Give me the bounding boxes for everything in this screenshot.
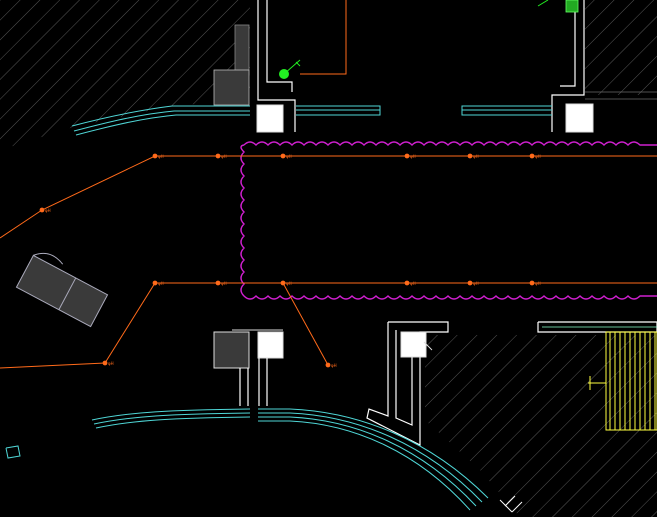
wire-branch-right[interactable] <box>282 282 329 366</box>
stair[interactable] <box>605 331 657 431</box>
curb-bottom-arc-3[interactable] <box>258 416 477 507</box>
curbs-top <box>71 105 552 136</box>
wire-point-label: φH <box>535 154 541 159</box>
wall-segment-upper-right[interactable] <box>551 0 585 132</box>
wire-junction-point[interactable] <box>325 362 331 368</box>
wire-points: φH φH φH φH φH φH φH φH φH φH φH φH φH φH φH <box>39 153 541 368</box>
wire-top-run[interactable] <box>0 155 657 239</box>
wire-point-label: φH <box>410 281 416 286</box>
wall-segment-upper-right-inner[interactable] <box>560 0 576 87</box>
curb-bottom-left-3[interactable] <box>95 416 251 429</box>
upper-right-structure <box>537 0 657 133</box>
wire-point-label: φH <box>473 154 479 159</box>
wire-junction-point[interactable] <box>467 280 473 286</box>
curb-bottom-arc[interactable] <box>258 408 489 499</box>
stair-outline <box>605 331 657 431</box>
orange-room-outline[interactable] <box>300 0 347 75</box>
l-wall-inner[interactable] <box>395 330 413 426</box>
curbs-bottom <box>5 408 523 513</box>
equipment-box-left <box>213 69 250 106</box>
green-fixture-top[interactable] <box>565 0 579 13</box>
rotated-fixture-body[interactable] <box>15 254 109 328</box>
small-cyan-box[interactable] <box>5 445 21 459</box>
wire-junction-point[interactable] <box>39 207 45 213</box>
wire-junction-point[interactable] <box>102 360 108 366</box>
wire-junction-point[interactable] <box>467 153 473 159</box>
revision-cloud[interactable] <box>240 141 657 300</box>
curb-top-left[interactable] <box>71 105 250 127</box>
wiring-layer: φH φH φH φH φH φH φH φH φH φH φH φH φH φH φH <box>0 153 657 369</box>
wire-junction-point[interactable] <box>529 153 535 159</box>
l-wall-detail <box>423 341 433 351</box>
stair-arrow <box>588 376 606 390</box>
green-marker[interactable] <box>279 69 289 79</box>
wire-junction-point[interactable] <box>152 280 158 286</box>
wire-point-label: φH <box>221 154 227 159</box>
white-hatch-a <box>499 499 513 513</box>
wire-point-label: φH <box>331 363 337 368</box>
curb-bottom-left[interactable] <box>91 408 251 421</box>
wire-point-label: φH <box>158 154 164 159</box>
green-tick <box>295 61 301 67</box>
wire-point-label: φH <box>286 154 292 159</box>
wall-segment-upper-inner[interactable] <box>266 0 293 92</box>
white-hatch-b <box>504 495 516 507</box>
l-wall-outer[interactable] <box>366 321 449 446</box>
column-white-right[interactable] <box>565 103 594 133</box>
curb-top-left-3[interactable] <box>75 114 250 136</box>
wire-junction-point[interactable] <box>404 153 410 159</box>
lower-middle-structure <box>213 329 284 406</box>
wire-point-label: φH <box>108 361 114 366</box>
column-white-lower[interactable] <box>257 331 284 359</box>
upper-left-structure <box>213 0 347 133</box>
wire-junction-point[interactable] <box>280 280 286 286</box>
slab-right[interactable] <box>537 321 657 333</box>
wire-point-label: φH <box>286 281 292 286</box>
wire-point-label: φH <box>158 281 164 286</box>
rotated-fixture <box>15 252 109 328</box>
wall-segment-upper[interactable] <box>257 0 296 132</box>
column-white-left[interactable] <box>256 104 284 133</box>
rotated-fixture-divider <box>58 277 77 310</box>
green-line-top <box>537 0 549 7</box>
wire-junction-point[interactable] <box>152 153 158 159</box>
wire-junction-point[interactable] <box>404 280 410 286</box>
wire-point-label: φH <box>45 208 51 213</box>
wire-point-label: φH <box>535 281 541 286</box>
equipment-box-lower[interactable] <box>213 331 250 369</box>
wire-junction-point[interactable] <box>280 153 286 159</box>
hatch-area-top-left <box>0 0 250 150</box>
lower-right-structure <box>366 321 657 446</box>
wire-point-label: φH <box>221 281 227 286</box>
wire-junction-point[interactable] <box>529 280 535 286</box>
wire-point-label: φH <box>410 154 416 159</box>
curb-bottom-arc-4[interactable] <box>258 420 471 511</box>
wire-point-label: φH <box>473 281 479 286</box>
column-white-lower-right[interactable] <box>400 331 427 358</box>
wire-junction-point[interactable] <box>215 153 221 159</box>
curb-top-left-2[interactable] <box>73 110 250 132</box>
tall-column-fixture <box>234 24 250 76</box>
hatch-area-top-right <box>585 0 657 95</box>
curb-bottom-left-2[interactable] <box>93 412 251 425</box>
rotated-fixture-arc <box>33 252 64 265</box>
wire-junction-point[interactable] <box>215 280 221 286</box>
hatch-area-bottom-right <box>425 335 657 517</box>
white-hatch-c <box>511 501 523 513</box>
curb-bottom-arc-2[interactable] <box>258 412 483 503</box>
